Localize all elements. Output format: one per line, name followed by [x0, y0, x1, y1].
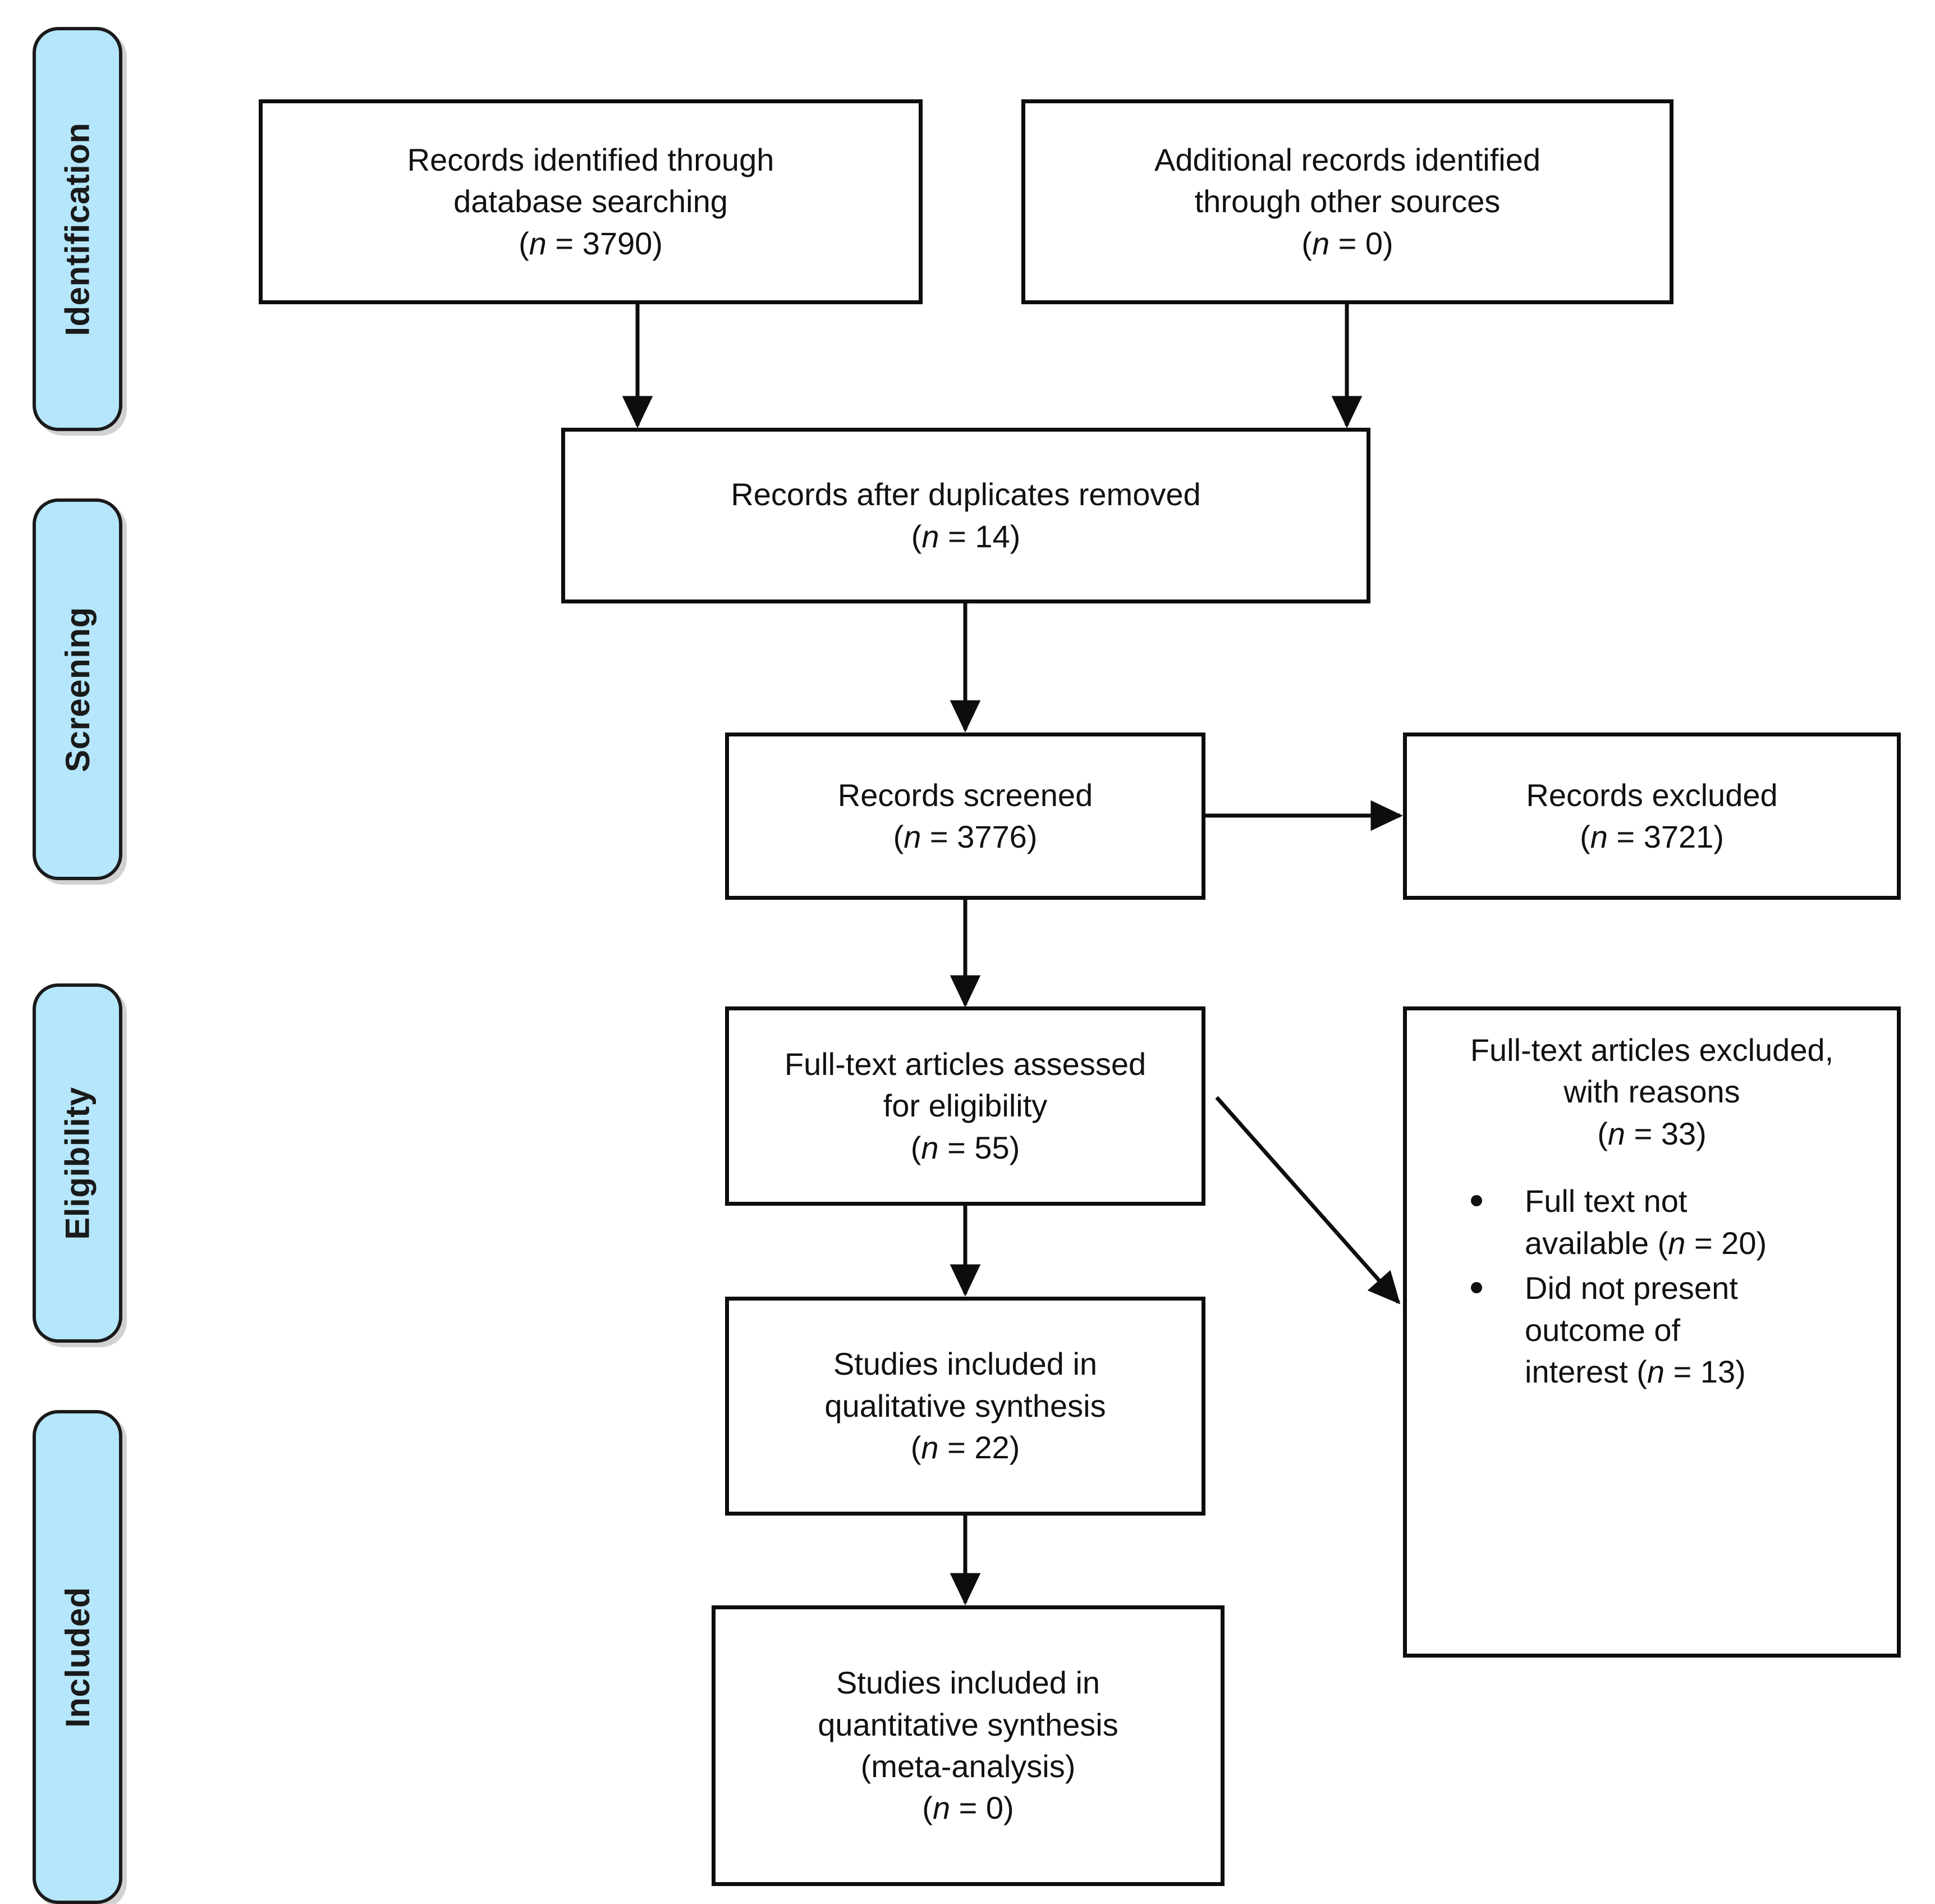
fulltext-assessed-line2: for eligibility — [883, 1088, 1048, 1124]
stage-label-identification: Identification — [33, 27, 122, 431]
records-screened-line1: Records screened — [837, 777, 1093, 813]
after-duplicates-count: (n = 14) — [911, 518, 1021, 554]
box-quantitative-synthesis: Studies included in quantitative synthes… — [712, 1605, 1225, 1886]
box-qualitative-synthesis: Studies included in qualitative synthesi… — [725, 1297, 1205, 1516]
box-records-excluded: Records excluded (n = 3721) — [1403, 733, 1901, 900]
box-additional-records: Additional records identified through ot… — [1021, 99, 1673, 304]
reason-2-line1: Did not present — [1525, 1270, 1738, 1306]
quantitative-line2: quantitative synthesis — [818, 1706, 1118, 1742]
box-records-screened: Records screened (n = 3776) — [725, 733, 1205, 900]
box-records-identified: Records identified through database sear… — [259, 99, 923, 304]
stage-label-screening: Screening — [33, 498, 122, 880]
reason-2-line3: interest (n = 13) — [1525, 1354, 1746, 1390]
fulltext-assessed-line1: Full-text articles assessed — [784, 1046, 1147, 1082]
records-identified-line1: Records identified through — [407, 141, 774, 177]
stage-label-eligibility-text: Eligibility — [58, 1086, 97, 1240]
additional-records-count: (n = 0) — [1301, 225, 1393, 261]
box-after-duplicates: Records after duplicates removed (n = 14… — [561, 428, 1370, 603]
quantitative-count: (n = 0) — [922, 1790, 1014, 1826]
bullet-icon — [1471, 1282, 1482, 1294]
reason-1-line2: available (n = 20) — [1525, 1225, 1767, 1261]
additional-records-line1: Additional records identified — [1154, 141, 1540, 177]
exclusion-reason-list: Full text not available (n = 20) Did not… — [1417, 1180, 1887, 1396]
fulltext-assessed-count: (n = 55) — [910, 1129, 1020, 1165]
fulltext-excluded-line1: Full-text articles excluded, — [1470, 1032, 1834, 1068]
after-duplicates-line1: Records after duplicates removed — [731, 477, 1201, 512]
reason-2-line2: outcome of — [1525, 1312, 1681, 1348]
bullet-icon — [1471, 1195, 1482, 1207]
exclusion-reason-item: Did not present outcome of interest (n =… — [1471, 1267, 1881, 1393]
records-excluded-line1: Records excluded — [1526, 777, 1778, 813]
fulltext-excluded-count: (n = 33) — [1597, 1115, 1707, 1151]
stage-label-included-text: Included — [58, 1586, 97, 1728]
box-fulltext-excluded: Full-text articles excluded, with reason… — [1403, 1006, 1901, 1658]
exclusion-reason-item: Full text not available (n = 20) — [1471, 1180, 1881, 1264]
qualitative-line2: qualitative synthesis — [824, 1388, 1106, 1424]
records-excluded-count: (n = 3721) — [1580, 819, 1724, 854]
arrow-fulltext-to-excluded — [1215, 1096, 1401, 1305]
qualitative-line1: Studies included in — [833, 1346, 1098, 1382]
records-identified-count: (n = 3790) — [519, 225, 663, 261]
box-fulltext-assessed: Full-text articles assessed for eligibil… — [725, 1006, 1205, 1206]
stage-label-screening-text: Screening — [58, 606, 97, 772]
stage-label-eligibility: Eligibility — [33, 983, 122, 1343]
qualitative-count: (n = 22) — [910, 1430, 1020, 1466]
quantitative-line1: Studies included in — [836, 1665, 1101, 1701]
stage-label-included: Included — [33, 1410, 122, 1904]
stage-label-identification-text: Identification — [58, 122, 97, 336]
quantitative-line3: (meta-analysis) — [860, 1749, 1076, 1784]
reason-1-line1: Full text not — [1525, 1183, 1688, 1219]
records-screened-count: (n = 3776) — [893, 819, 1038, 854]
additional-records-line2: through other sources — [1194, 184, 1501, 219]
fulltext-excluded-line2: with reasons — [1563, 1074, 1740, 1110]
records-identified-line2: database searching — [453, 184, 728, 219]
